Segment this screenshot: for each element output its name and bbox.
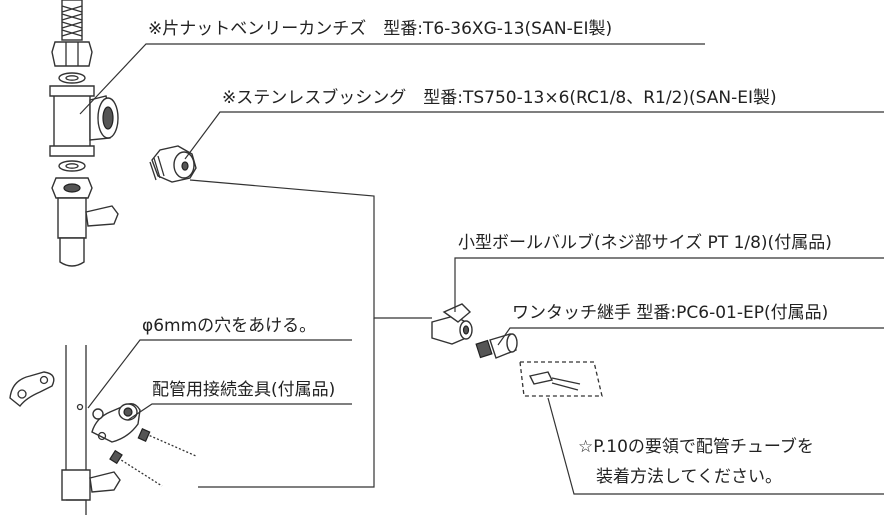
one-touch-fitting-part: [475, 333, 518, 359]
washer-bottom: [58, 160, 86, 172]
tee-fitting-body: [53, 91, 91, 151]
leader-bushing-to-valve: [189, 179, 432, 319]
label-note-line2: 装着方法してください。: [596, 467, 782, 487]
washer-top: [58, 72, 86, 84]
lower-valve-handle: [85, 205, 119, 227]
clamp-left-half: [9, 371, 55, 407]
bolt-upper: [145, 433, 197, 457]
leader-bolt-connector: [198, 318, 375, 488]
leader-drill-hole: [87, 339, 352, 409]
lower-valve-body: [57, 197, 87, 239]
hex-nut: [51, 41, 93, 67]
leader-half-nut-cheese: [79, 43, 705, 115]
leader-stainless-bushing: [184, 111, 884, 160]
label-ball-valve: 小型ボールバルブ(ネジ部サイズ PT 1/8)(付属品): [458, 232, 832, 253]
dashed-tube-box: [519, 361, 603, 397]
flexible-hose: [61, 0, 83, 41]
leader-pipe-fitting: [127, 403, 352, 421]
label-pipe-fitting: 配管用接続金具(付属品): [152, 380, 335, 400]
ball-valve-assembly: [431, 303, 473, 345]
lower-pipe-assembly: [9, 345, 197, 515]
label-stainless-bushing: ※ステンレスブッシング 型番:TS750-13×6(RC1/8、R1/2)(SA…: [222, 87, 777, 108]
label-note-line1: ☆P.10の要領で配管チューブを: [578, 436, 814, 457]
label-one-touch-fitting: ワンタッチ継手 型番:PC6-01-EP(付属品): [512, 303, 828, 323]
stainless-bushing: [149, 145, 197, 183]
hose-braid: [61, 5, 83, 37]
tube-insert: [519, 361, 603, 397]
bolt-lower: [117, 457, 163, 487]
leader-ball-valve: [454, 257, 884, 312]
leader-note: [547, 397, 884, 495]
label-drill-hole: φ6mmの穴をあける。: [142, 316, 316, 336]
leader-one-touch-fitting: [497, 327, 884, 346]
label-half-nut-cheese: ※片ナットベンリーカンチズ 型番:T6-36XG-13(SAN-EI製): [148, 19, 612, 39]
upper-pipe-assembly: [49, 0, 119, 267]
ball-valve-lever: [442, 303, 472, 323]
drilled-hole: [76, 403, 84, 411]
